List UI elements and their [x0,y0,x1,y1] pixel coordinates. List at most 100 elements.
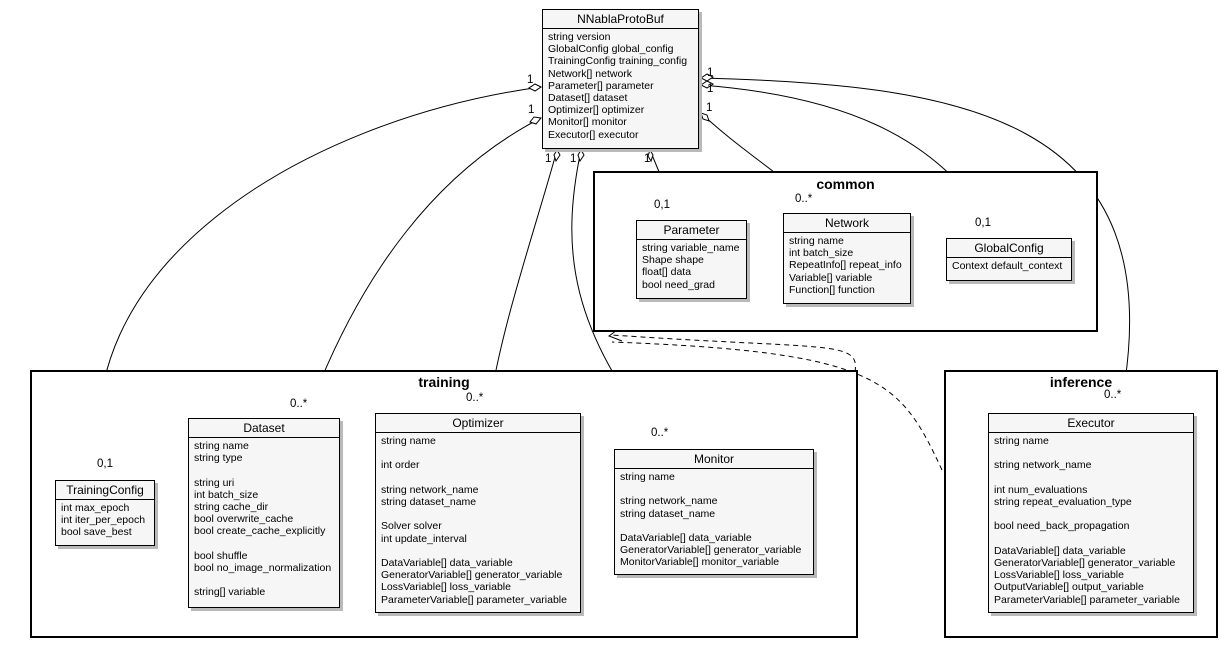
attribute: DataVariable[] data_variable [381,556,513,569]
attribute [194,464,334,476]
attribute: bool need_grad [642,278,715,291]
multiplicity-label: 0..* [290,398,308,410]
attribute [194,538,334,550]
class-attributes: int max_epoch int iter_per_epoch bool sa… [56,500,154,542]
class-global-config: GlobalConfig Context default_context [946,238,1072,281]
attribute [194,574,334,586]
class-name: Optimizer [376,414,580,433]
attribute: GeneratorVariable[] generator_variable [620,544,802,557]
attribute: bool create_cache_explicitly [194,525,326,538]
attribute [994,508,1188,520]
class-name: Monitor [615,450,813,469]
class-attributes: string variable_name Shape shape float[]… [637,240,746,294]
attribute: Executor[] executor [548,128,639,141]
attribute: Dataset[] dataset [548,92,628,105]
attribute: Monitor[] monitor [548,116,627,129]
attribute: string variable_name [642,242,740,254]
attribute: Variable[] variable [789,271,873,284]
class-attributes: string name int batch_size RepeatInfo[] … [784,233,910,299]
package-title: inference [1049,374,1113,390]
attribute: DataVariable[] data_variable [994,544,1126,557]
attribute: Function[] function [789,283,875,296]
multiplicity-label: 0,1 [975,217,991,229]
multiplicity-label: 1 [545,153,552,165]
multiplicity-label: 1 [707,67,714,79]
multiplicity-label: 0,1 [97,458,113,470]
attribute [381,447,575,459]
multiplicity-label: 0,1 [654,199,670,211]
attribute: string name [194,440,249,452]
class-dataset: Dataset string name string type string u… [188,418,340,608]
class-name: Parameter [637,221,746,240]
attribute: int iter_per_epoch [61,514,146,527]
attribute: string dataset_name [381,495,477,508]
dependency-training-common [611,334,856,373]
class-parameter: Parameter string variable_name Shape sha… [636,220,747,299]
class-name: Executor [989,414,1193,433]
attribute: TrainingConfig training_config [548,55,688,68]
class-name: NNablaProtoBuf [543,10,698,29]
attribute: Network[] network [548,67,633,80]
multiplicity-label: 1 [707,83,714,95]
attribute: string dataset_name [620,507,716,520]
attribute [994,472,1188,484]
attribute [381,508,575,520]
attribute: LossVariable[] loss_variable [381,581,511,594]
attribute: GeneratorVariable[] generator_variable [994,556,1176,569]
class-name: Network [784,214,910,233]
attribute: string name [789,235,844,247]
attribute: string repeat_evaluation_type [994,495,1132,508]
attribute [994,447,1188,459]
attribute: string network_name [381,483,479,496]
attribute: int batch_size [789,247,854,260]
class-name: TrainingConfig [56,481,154,500]
attribute: int order [381,459,420,472]
package-title: training [418,374,470,390]
aggregation-diamond-training-config [528,83,542,92]
dependency-inference-common [611,341,943,471]
aggregation-diamond-dataset [529,116,542,125]
multiplicity-label: 1 [570,153,577,165]
attribute: int max_epoch [61,502,130,514]
attribute: string name [381,435,436,447]
class-monitor: Monitor string name string network_name … [614,449,814,575]
attribute: string uri [194,476,235,489]
multiplicity-label: 1 [527,74,534,86]
attribute: GlobalConfig global_config [548,43,674,56]
attribute [994,533,1188,545]
class-attributes: string name string network_name int num_… [989,433,1193,609]
attribute: Parameter[] parameter [548,79,654,92]
attribute [620,483,808,495]
attribute: ParameterVariable[] parameter_variable [994,593,1180,606]
class-attributes: string name string type string uri int b… [189,438,339,602]
attribute [620,520,808,532]
multiplicity-label: 1 [528,104,535,116]
class-attributes: string name string network_name string d… [615,469,813,572]
class-attributes: string version GlobalConfig global_confi… [543,29,698,144]
attribute: string cache_dir [194,501,269,513]
aggregation-diamond-optimizer [553,149,561,163]
multiplicity-label: 1 [706,102,713,114]
attribute: int update_interval [381,532,467,545]
attribute: DataVariable[] data_variable [620,531,752,544]
attribute: RepeatInfo[] repeat_info [789,259,902,272]
aggregation-diamond-network [700,112,710,122]
attribute: Optimizer[] optimizer [548,104,645,117]
class-attributes: string name int order string network_nam… [376,433,580,609]
class-training-config: TrainingConfig int max_epoch int iter_pe… [55,480,155,546]
attribute [381,545,575,557]
edge-root-executor [700,77,1131,411]
attribute: MonitorVariable[] monitor_variable [620,556,780,569]
attribute: int batch_size [194,488,259,501]
class-attributes: Context default_context [947,258,1071,275]
attribute: string[] variable [194,586,266,599]
attribute: bool no_image_normalization [194,562,332,574]
attribute: string name [994,435,1049,447]
attribute: OutputVariable[] output_variable [994,581,1144,594]
edge-root-dataset [305,117,542,419]
attribute: bool overwrite_cache [194,513,294,526]
multiplicity-label: 1 [644,153,651,165]
attribute: bool shuffle [194,549,248,562]
attribute: string network_name [994,459,1092,472]
package-title: common [816,176,875,192]
